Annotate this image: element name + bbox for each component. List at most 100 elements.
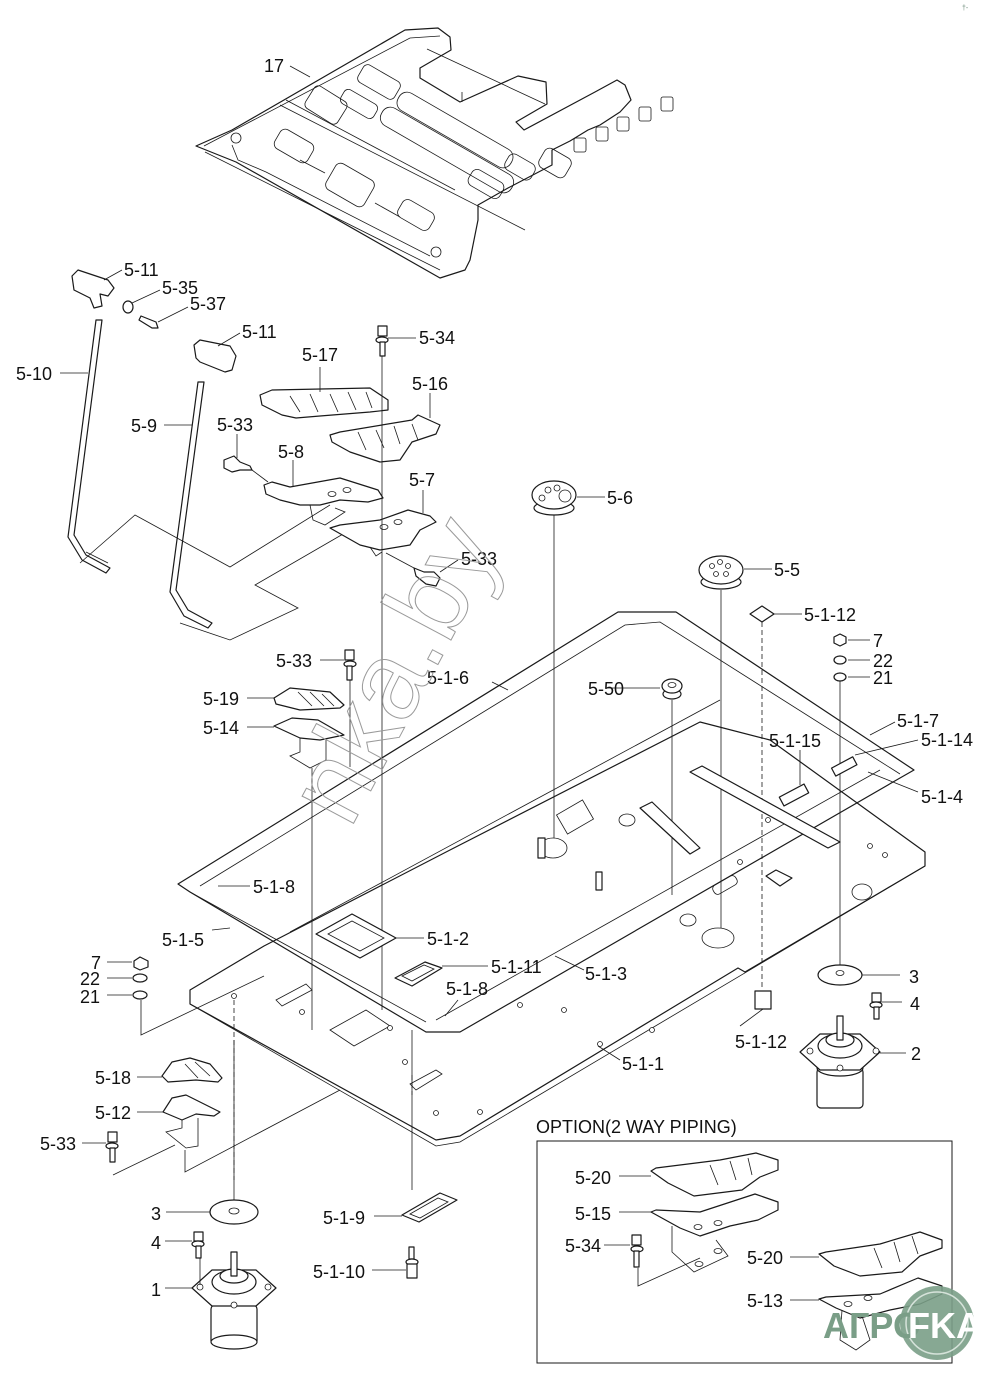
label-2: 2 [911,1044,921,1064]
part-5-50-grommet [661,678,683,700]
part-5-20-pad-b [818,1231,943,1277]
part-5-1-2-cover [315,913,397,959]
label-5-7: 5-7 [409,470,435,490]
part-7-nut-a [833,633,847,647]
label-5-33-c: 5-33 [276,651,312,671]
label-5-18: 5-18 [95,1068,131,1088]
label-5-1-12-a: 5-1-12 [804,605,856,625]
part-5-33-bolt-d [105,1131,119,1163]
part-5-1-11-cover [394,961,443,987]
label-5-1-8-a: 5-1-8 [253,877,295,897]
part-5-12-bracket [162,1094,221,1149]
label-5-15: 5-15 [575,1204,611,1224]
label-3-b: 3 [151,1204,161,1224]
option-box-title: OPTION(2 WAY PIPING) [536,1117,737,1137]
part-5-1-1-base-plate [189,721,926,1147]
label-5-1-5: 5-1-5 [162,930,204,950]
part-5-33-bolt-b [413,567,441,587]
leader-17 [289,65,311,78]
label-5-20-a: 5-20 [575,1168,611,1188]
label-7-a: 7 [873,631,883,651]
label-21-a: 21 [873,668,893,688]
label-5-1-7: 5-1-7 [897,711,939,731]
label-21-b: 21 [80,987,100,1007]
part-5-6-grommet [531,480,577,516]
label-5-10: 5-10 [16,364,52,384]
label-5-33-b: 5-33 [461,549,497,569]
label-5-1-8-b: 5-1-8 [446,979,488,999]
label-5-1-1: 5-1-1 [622,1054,664,1074]
part-21-washer-a [833,672,847,682]
label-17: 17 [264,56,284,76]
part-5-1-12-clip-a [749,605,775,623]
part-5-14-bracket [273,717,345,769]
label-5-35: 5-35 [162,278,198,298]
part-5-5-grommet [698,555,744,590]
label-22-a: 22 [873,651,893,671]
label-22-b: 22 [80,969,100,989]
part-5-10-rod [67,319,111,574]
part-5-11-handle-a [71,269,115,309]
label-5-1-3: 5-1-3 [585,964,627,984]
label-5-5: 5-5 [774,560,800,580]
label-4-b: 4 [151,1233,161,1253]
part-5-19-pad [273,687,345,711]
label-5-37: 5-37 [190,294,226,314]
label-5-1-14: 5-1-14 [921,730,973,750]
label-5-1-6: 5-1-6 [427,668,469,688]
part-5-33-bolt-a [223,455,253,473]
part-5-7-bracket [329,509,437,557]
label-5-8: 5-8 [278,442,304,462]
label-5-1-9: 5-1-9 [323,1208,365,1228]
label-5-1-11: 5-1-11 [491,957,542,977]
label-4-a: 4 [910,994,920,1014]
label-5-50: 5-50 [588,679,624,699]
part-4-bolt-a [869,992,883,1020]
label-5-33-a: 5-33 [217,415,253,435]
label-5-13: 5-13 [747,1291,783,1311]
corner-mark: †- [962,5,969,12]
part-5-20-pad-a [650,1152,779,1197]
label-5-9: 5-9 [131,416,157,436]
part-5-11-handle-b [193,339,237,373]
part-5-34-bolt-b [630,1234,644,1268]
part-5-1-15-strip [778,783,810,807]
label-5-11-a: 5-11 [124,260,159,280]
part-17-cover-tray [195,27,674,279]
label-5-6: 5-6 [607,488,633,508]
part-frame-assembly [177,611,915,1033]
part-5-15-bracket [650,1193,779,1273]
label-5-20-b: 5-20 [747,1248,783,1268]
part-5-34-bolt [375,325,389,357]
label-5-1-12-b: 5-1-12 [735,1032,787,1052]
part-7-nut-b [133,956,149,971]
part-22-washer-b [132,973,148,983]
label-3-a: 3 [909,967,919,987]
part-5-17-pedal-pad [259,387,389,419]
part-4-bolt-b [191,1231,205,1259]
agro-fka-badge: АГРО FKA [823,1286,982,1360]
label-5-17: 5-17 [302,345,338,365]
part-5-1-12-clip-b [754,990,772,1010]
part-5-9-rod [169,381,213,629]
part-5-33-bolt-c [343,649,357,681]
label-5-11-b: 5-11 [242,322,277,342]
label-5-14: 5-14 [203,718,239,738]
label-5-1-10: 5-1-10 [313,1262,365,1282]
label-7-b: 7 [91,953,101,973]
part-5-18-pad [161,1057,223,1083]
part-1-damper-mount [191,1251,277,1350]
part-2-damper-mount [799,1015,881,1109]
part-21-washer-b [132,990,148,1000]
label-5-16: 5-16 [412,374,448,394]
part-5-1-9-plate [401,1192,458,1223]
label-5-33-d: 5-33 [40,1134,76,1154]
label-5-1-15: 5-1-15 [769,731,821,751]
part-5-37-screw [138,315,159,329]
part-22-washer-a [833,655,847,665]
part-5-1-14-strip [830,756,858,777]
part-5-8-bracket [263,477,384,526]
part-5-1-10-bolt [405,1246,419,1279]
label-1: 1 [151,1280,161,1300]
